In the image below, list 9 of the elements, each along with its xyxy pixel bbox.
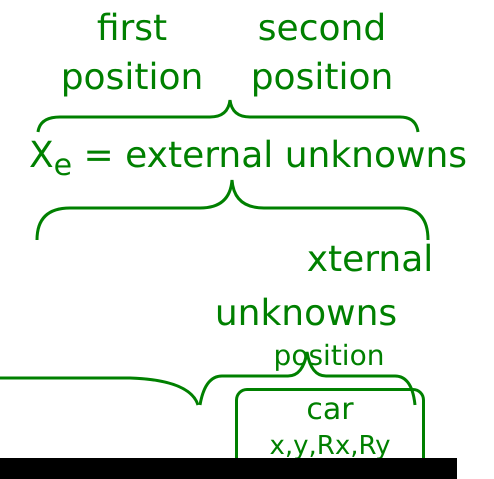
variable-list: x,y,Rx,Ry [238, 433, 422, 459]
slide-text: second position [250, 7, 394, 100]
slide-text: first position [60, 7, 204, 100]
slide-text: unknowns [214, 292, 398, 336]
equation-text: X$_{e}$ = external unknowns [28, 134, 468, 184]
slide-text: xternal [306, 238, 434, 282]
slide-text: position [272, 339, 386, 373]
box-heading: car [305, 395, 355, 425]
bar-shape [0, 458, 457, 479]
